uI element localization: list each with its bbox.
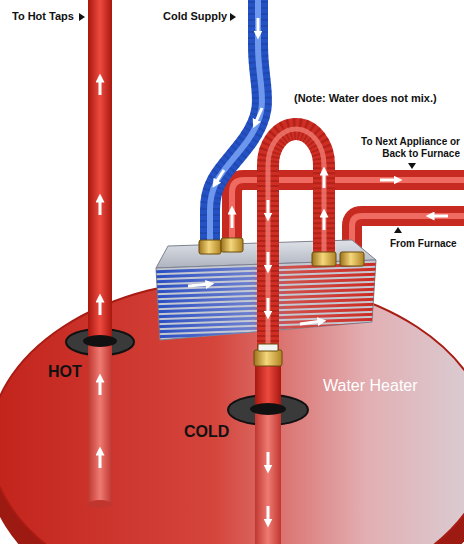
flow-arrows-part [323, 171, 326, 188]
text-label: From Furnace [390, 238, 457, 249]
text-label: (Note: Water does not mix.) [294, 92, 437, 104]
flow-arrows-part [267, 506, 270, 523]
flow-arrows-part [215, 170, 224, 184]
flow-arrows-part [99, 378, 102, 395]
flow-arrows-part [267, 252, 270, 269]
pointer-triangles [79, 13, 416, 233]
flow-arrows-part [255, 108, 262, 124]
pointer-triangles-part [394, 227, 402, 233]
pointer-triangles-part [408, 163, 416, 169]
tank-part [0, 279, 464, 544]
brass-fittings [199, 238, 364, 366]
pointer-triangles-part [79, 13, 85, 21]
flow-arrows-part [188, 284, 210, 286]
text-label: Water Heater [323, 377, 418, 395]
flow-arrows-part [99, 298, 102, 315]
cold-supply-pipe [210, 0, 262, 248]
flow-arrows-part [99, 451, 102, 468]
flow-arrows-part [231, 210, 234, 228]
pointer-triangles-part [230, 13, 236, 21]
cold-supply-pipe-part [210, 0, 262, 248]
flow-arrows-part [430, 215, 448, 218]
tank [0, 279, 464, 544]
brass-fittings-part [199, 240, 221, 254]
flow-arrows-part [257, 18, 260, 35]
cold-supply-pipe-part [210, 0, 262, 248]
text-label: COLD [184, 423, 229, 441]
flow-arrows-part [380, 179, 398, 182]
hot-outlet-pipe-part [88, 342, 112, 504]
cold-inlet-pipe [228, 356, 308, 544]
corrugated-pipe-part [268, 129, 324, 352]
hot-outlet-pipe-part [83, 335, 117, 347]
brass-fittings-part [254, 350, 282, 366]
cold-inlet-pipe-part [255, 410, 281, 544]
cold-inlet-pipe-part [250, 403, 286, 415]
brass-fittings-part [221, 238, 243, 252]
flow-arrows [100, 18, 448, 523]
flow-arrows-part [267, 298, 270, 315]
flow-arrows-part [323, 213, 326, 230]
flow-arrows-part [300, 321, 322, 324]
cold-supply-pipe-part [210, 0, 262, 248]
corrugated-pipe-part [268, 129, 324, 352]
brass-fittings-part [340, 252, 364, 266]
hot-outlet-pipe-part [88, 0, 112, 342]
brass-fittings-part [258, 344, 278, 351]
flow-arrows-part [99, 78, 102, 95]
brass-fittings-part [312, 252, 336, 266]
hot-outlet-pipe-part [88, 500, 112, 508]
hot-outlet-pipe [66, 0, 134, 508]
flow-arrows-part [267, 200, 270, 217]
corrugated-pipe-part [268, 129, 324, 352]
text-label: Cold Supply [163, 10, 227, 22]
text-label: HOT [48, 363, 82, 381]
text-label: To Next Appliance or Back to Furnace [348, 136, 460, 160]
text-label: To Hot Taps [12, 10, 74, 22]
corrugated-pipe [268, 129, 324, 352]
flow-arrows-part [99, 198, 102, 215]
flow-arrows-part [267, 452, 270, 469]
